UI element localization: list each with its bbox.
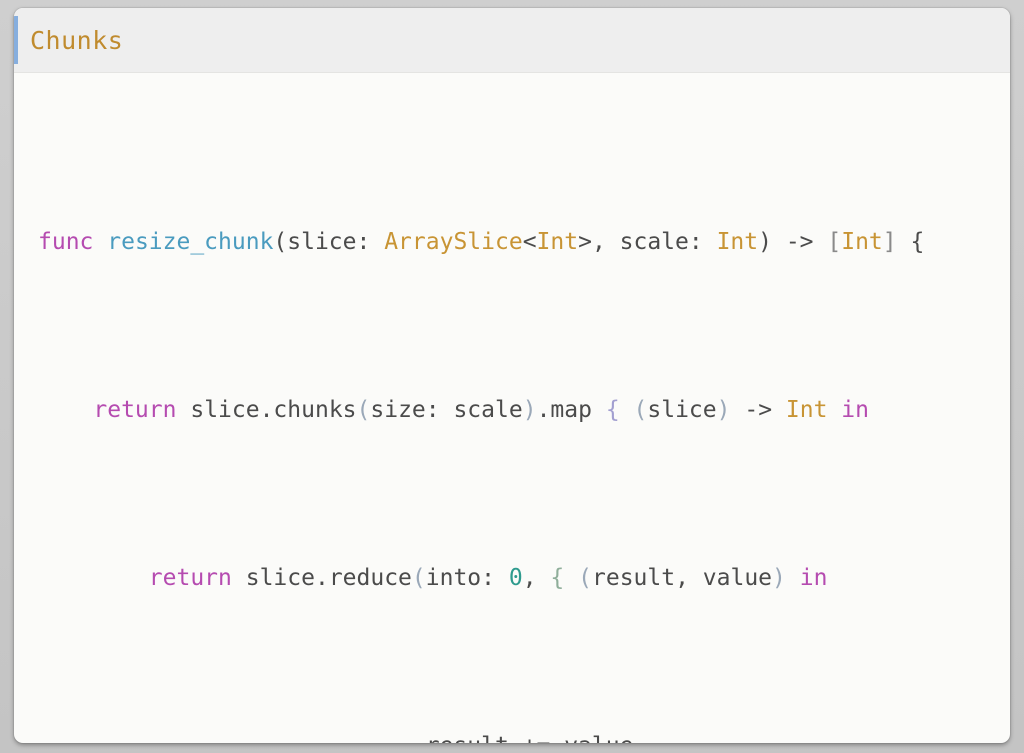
- code-line: result += value: [14, 725, 1010, 743]
- code-snippet-card: Chunks func resize_chunk(slice: ArraySli…: [14, 8, 1010, 743]
- code-line: return slice.reduce(into: 0, { (result, …: [148, 565, 828, 591]
- code-block: func resize_chunk(slice: ArraySlice<Int>…: [14, 73, 1010, 743]
- snippet-header: Chunks: [14, 8, 1010, 73]
- header-accent-bar: [14, 16, 18, 64]
- code-line: return slice.chunks(size: scale).map { (…: [93, 397, 869, 423]
- code-line: func resize_chunk(slice: ArraySlice<Int>…: [38, 229, 925, 255]
- snippet-title: Chunks: [30, 25, 124, 55]
